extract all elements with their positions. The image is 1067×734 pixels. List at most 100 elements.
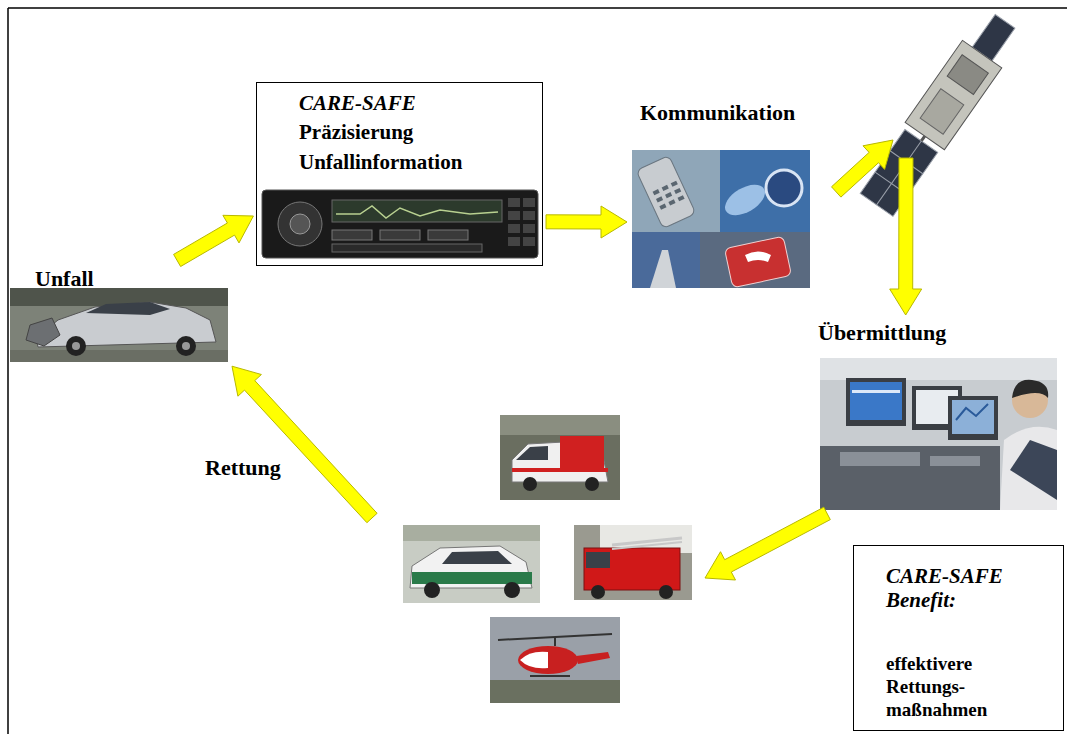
node-heading: CARE-SAFE Benefit:: [886, 564, 1016, 612]
node-body: effektivere Rettungs- maßnahmen: [886, 652, 1004, 721]
crash-photo: [26, 318, 60, 346]
care-safe-box: CARE-SAFEPräzisierung Unfallinformation: [256, 82, 543, 266]
car-radio: [290, 214, 310, 234]
communication-collage: [659, 204, 666, 210]
fire-truck-photo: [574, 525, 692, 600]
benefit-box: CARE-SAFE Benefit: effektivere Rettungs- …: [853, 545, 1064, 731]
helicopter-photo: [554, 637, 556, 646]
satellite: [947, 55, 988, 95]
control-room-photo: [1012, 380, 1048, 398]
crash-photo: [66, 336, 86, 356]
communication-collage: [720, 179, 770, 222]
node-heading: CARE-SAFE: [299, 89, 534, 117]
satellite: [921, 136, 924, 141]
police-car-photo: [403, 525, 540, 603]
communication-collage: [656, 196, 663, 202]
control-room-photo: [956, 404, 988, 420]
communication-collage: [653, 189, 660, 195]
control-room-photo: [952, 400, 994, 434]
control-room-photo: [850, 382, 902, 420]
helicopter-photo: [520, 652, 548, 669]
police-car-photo: [442, 551, 512, 564]
car-radio: [508, 198, 520, 207]
communication-node: Kommunikation: [630, 98, 834, 290]
crash-photo: [176, 336, 196, 356]
frame-line: [8, 7, 1067, 9]
car-radio: [523, 198, 535, 207]
police-car-photo: [412, 572, 532, 584]
control-room-photo: [852, 390, 900, 393]
satellite: [920, 89, 964, 135]
car-radio: [508, 224, 520, 233]
communication-collage: [745, 252, 771, 263]
helicopter-photo: [490, 680, 620, 703]
control-room-photo: [820, 358, 1057, 380]
crash-photo: [86, 302, 170, 315]
ambulance-photo: [500, 415, 620, 500]
car-radio: [262, 190, 538, 258]
communication-collage: [668, 199, 675, 205]
car-radio: [523, 237, 535, 246]
police-car-photo: [424, 582, 440, 598]
communication-collage: [700, 232, 810, 288]
communication-collage: [665, 192, 672, 198]
node-body: Präzisierung Unfallinformation: [299, 117, 519, 177]
car-radio: [332, 244, 482, 252]
fire-truck-photo: [659, 585, 673, 599]
crash-photo: [72, 342, 80, 350]
satellite: [857, 8, 1025, 219]
crash-photo: [182, 342, 190, 350]
edge-label: Rettung: [203, 455, 283, 481]
car-radio: [523, 211, 535, 220]
satellite: [905, 40, 1002, 149]
frame-line: [7, 8, 9, 734]
police-car-photo: [504, 582, 520, 598]
ambulance-photo: [512, 468, 608, 472]
car-radio: [262, 190, 538, 258]
fire-truck-photo: [586, 552, 610, 568]
car-radio: [428, 230, 468, 240]
communication-collage: [662, 185, 669, 191]
car-radio: [508, 237, 520, 246]
node-heading: Übermittlung: [818, 320, 1060, 346]
control-room-photo: [948, 396, 998, 440]
fire-truck-photo: [612, 542, 682, 549]
node-heading: Kommunikation: [640, 100, 834, 126]
communication-collage: [677, 195, 684, 201]
ambulance-photo: [516, 446, 548, 460]
satellite: [857, 8, 1025, 219]
communication-collage: [632, 232, 700, 288]
node-heading: Unfall: [35, 266, 230, 292]
crash-photo: [10, 350, 228, 362]
police-car-photo: [403, 525, 540, 603]
car-radio: [332, 200, 502, 222]
ambulance-photo: [585, 477, 599, 491]
control-room-photo: [820, 358, 1057, 510]
control-room-photo: [820, 358, 1057, 510]
car-radio: [508, 211, 520, 220]
fire-truck-photo: [574, 525, 692, 600]
accident-node: Unfall: [8, 262, 230, 364]
flow-arrow: [232, 366, 830, 580]
control-room-photo: [1010, 440, 1057, 500]
control-room-photo: [840, 452, 920, 466]
fire-truck-photo: [584, 548, 680, 590]
communication-collage: [632, 150, 810, 288]
car-radio: [523, 224, 535, 233]
flow-arrow: [546, 206, 627, 238]
communication-collage: [720, 150, 810, 232]
communication-collage: [766, 170, 802, 206]
control-room-photo: [820, 446, 1000, 510]
police-car-photo: [410, 546, 532, 588]
control-room-photo: [1000, 427, 1057, 510]
communication-collage: [632, 150, 720, 232]
car-radio: [332, 230, 372, 240]
frame-line: [8, 8, 1067, 734]
communication-collage: [636, 155, 696, 228]
car-radio: [336, 206, 498, 218]
fire-truck-photo: [591, 585, 605, 599]
communication-collage: [724, 236, 791, 288]
